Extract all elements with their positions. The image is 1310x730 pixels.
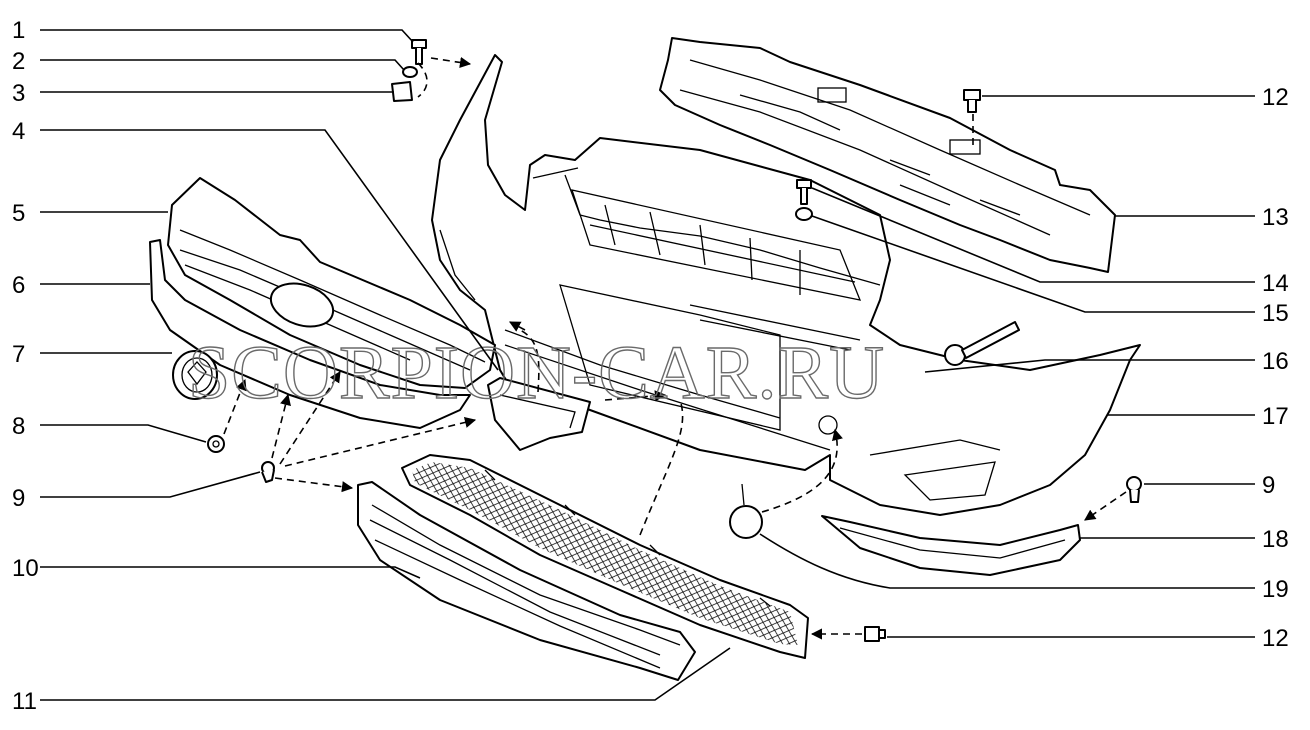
callouts-left: 1 2 3 4 5 6 7 8 9 10 11 xyxy=(12,17,39,715)
bumper-beam xyxy=(659,37,1116,273)
callout-11: 11 xyxy=(12,688,37,715)
bolt-12-lower xyxy=(864,626,886,642)
tow-eye-cap xyxy=(729,483,763,539)
nut-15 xyxy=(795,207,813,221)
callout-18: 18 xyxy=(1262,526,1289,553)
callout-12-lower: 12 xyxy=(1262,625,1289,652)
assembly-paths xyxy=(223,56,1127,640)
callout-9-right: 9 xyxy=(1262,472,1275,499)
washer-2 xyxy=(402,66,418,78)
lower-mesh-grille xyxy=(401,454,809,659)
fasteners-top xyxy=(391,39,427,102)
watermark: SCORPION-CAR.RU xyxy=(188,331,885,415)
bolt-12-upper xyxy=(963,89,981,113)
callout-15: 15 xyxy=(1262,300,1289,327)
callout-1: 1 xyxy=(12,17,25,44)
callout-16: 16 xyxy=(1262,348,1289,375)
callout-4: 4 xyxy=(12,118,25,145)
tow-hook xyxy=(944,321,1020,366)
callout-8: 8 xyxy=(12,413,25,440)
callout-2: 2 xyxy=(12,48,25,75)
bolt-14 xyxy=(796,179,812,205)
callout-3: 3 xyxy=(12,80,25,107)
screw-1 xyxy=(411,39,427,65)
emblem xyxy=(172,350,218,400)
callout-13: 13 xyxy=(1262,204,1289,231)
screw-9-left xyxy=(261,461,275,483)
callout-9-left: 9 xyxy=(12,485,25,512)
callout-17: 17 xyxy=(1262,403,1289,430)
screw-9-right xyxy=(1126,476,1142,503)
callout-10: 10 xyxy=(12,555,39,582)
lower-lip xyxy=(821,515,1081,576)
side-bracket xyxy=(487,377,591,451)
callout-5: 5 xyxy=(12,200,25,227)
callout-7: 7 xyxy=(12,341,25,368)
callout-12-upper: 12 xyxy=(1262,84,1289,111)
callouts-right: 12 13 14 15 16 17 9 18 19 12 xyxy=(1262,84,1289,652)
callout-19: 19 xyxy=(1262,576,1289,603)
bumper-upper-openings xyxy=(571,189,862,351)
clip-nut xyxy=(207,435,225,453)
callout-6: 6 xyxy=(12,272,25,299)
radiator-grille xyxy=(167,177,496,389)
leader-lines xyxy=(40,29,1255,701)
callout-14: 14 xyxy=(1262,270,1289,297)
clip-3 xyxy=(391,81,413,102)
